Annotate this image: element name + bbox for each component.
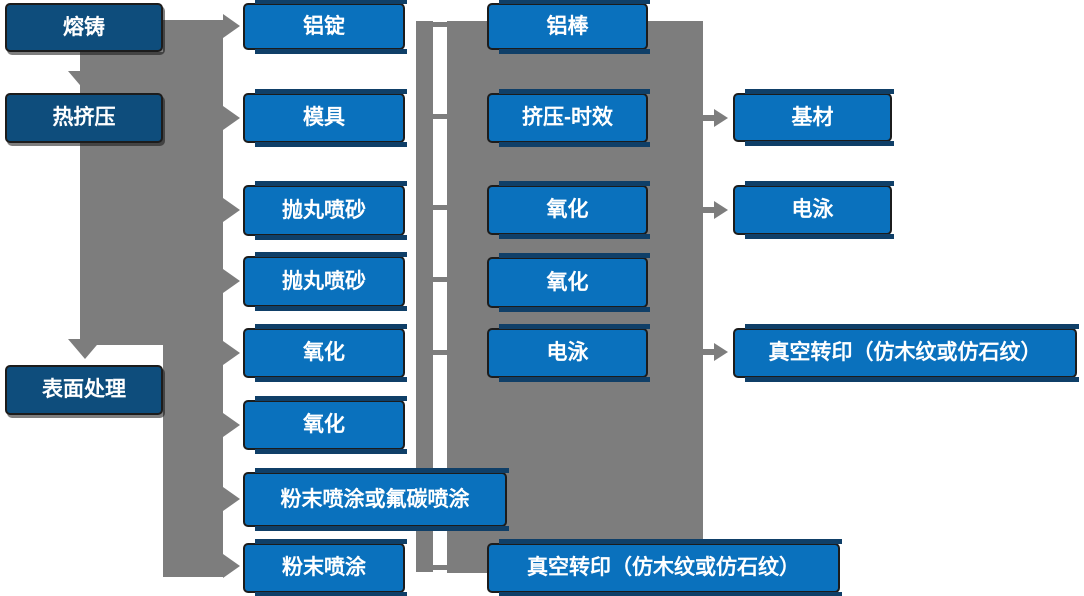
node-oxidation-3: 氧化 — [487, 181, 650, 239]
node-electrophoresis-2: 电泳 — [733, 181, 894, 239]
node-base-material: 基材 — [733, 89, 894, 146]
node-electrophoresis-1: 电泳 — [487, 324, 650, 382]
arrow-stem-to-vacuum-transfer — [703, 349, 715, 355]
arrow-right-to-shot-blasting-2 — [223, 269, 240, 293]
node-extrusion-aging: 挤压-时效 — [487, 89, 650, 147]
connector-ladder-stub-5 — [429, 350, 447, 355]
node-aluminum-ingot: 铝锭 — [243, 0, 407, 54]
arrow-stem-to-electrophoresis — [703, 207, 715, 213]
connector-ladder-stub-4 — [429, 277, 447, 282]
arrow-right-to-mold — [223, 106, 240, 130]
arrow-right-to-oxidation-1 — [223, 341, 240, 365]
node-powder-coating: 粉末喷涂 — [243, 539, 407, 596]
connector-surface-treatment-stub — [163, 387, 179, 393]
arrow-right-to-powder-coating — [223, 554, 240, 578]
node-oxidation-4: 氧化 — [487, 253, 650, 312]
arrow-right-to-base-material — [714, 109, 728, 127]
arrow-stem-to-base-material — [703, 115, 715, 121]
node-hot-extrusion: 热挤压 — [5, 93, 163, 143]
connector-trunk-main — [163, 20, 223, 577]
node-oxidation-1: 氧化 — [243, 324, 407, 382]
connector-ladder-stub-2 — [429, 114, 447, 119]
arrow-right-to-aluminum-ingot — [223, 14, 240, 38]
node-aluminum-rod: 铝棒 — [487, 0, 650, 54]
arrow-right-to-oxidation-2 — [223, 413, 240, 437]
node-vacuum-transfer-printing-2: 真空转印（仿木纹或仿石纹） — [733, 324, 1079, 382]
node-vacuum-transfer-printing-1: 真空转印（仿木纹或仿石纹） — [487, 539, 842, 596]
node-melting-casting: 熔铸 — [5, 3, 163, 52]
node-powder-or-fluorocarbon-coating: 粉末喷涂或氟碳喷涂 — [243, 468, 509, 531]
connector-ladder-stub-1 — [429, 22, 447, 27]
node-surface-treatment: 表面处理 — [5, 365, 163, 415]
arrow-down-to-hot-extrusion — [68, 71, 102, 91]
arrow-right-to-powder-fluorocarbon — [223, 487, 240, 511]
arrow-down-to-surface-treatment — [68, 339, 102, 359]
node-shot-blasting-2: 抛丸喷砂 — [243, 252, 407, 311]
node-oxidation-2: 氧化 — [243, 396, 407, 454]
connector-ladder-stub-3 — [429, 205, 447, 210]
node-shot-blasting-1: 抛丸喷砂 — [243, 181, 407, 240]
connector-bus-bar — [416, 21, 433, 572]
arrow-right-to-electrophoresis — [714, 201, 728, 219]
connector-ladder-stub-6 — [429, 565, 447, 570]
arrow-right-to-vacuum-transfer — [714, 343, 728, 361]
arrow-right-to-shot-blasting-1 — [223, 198, 240, 222]
node-mold: 模具 — [243, 89, 407, 147]
